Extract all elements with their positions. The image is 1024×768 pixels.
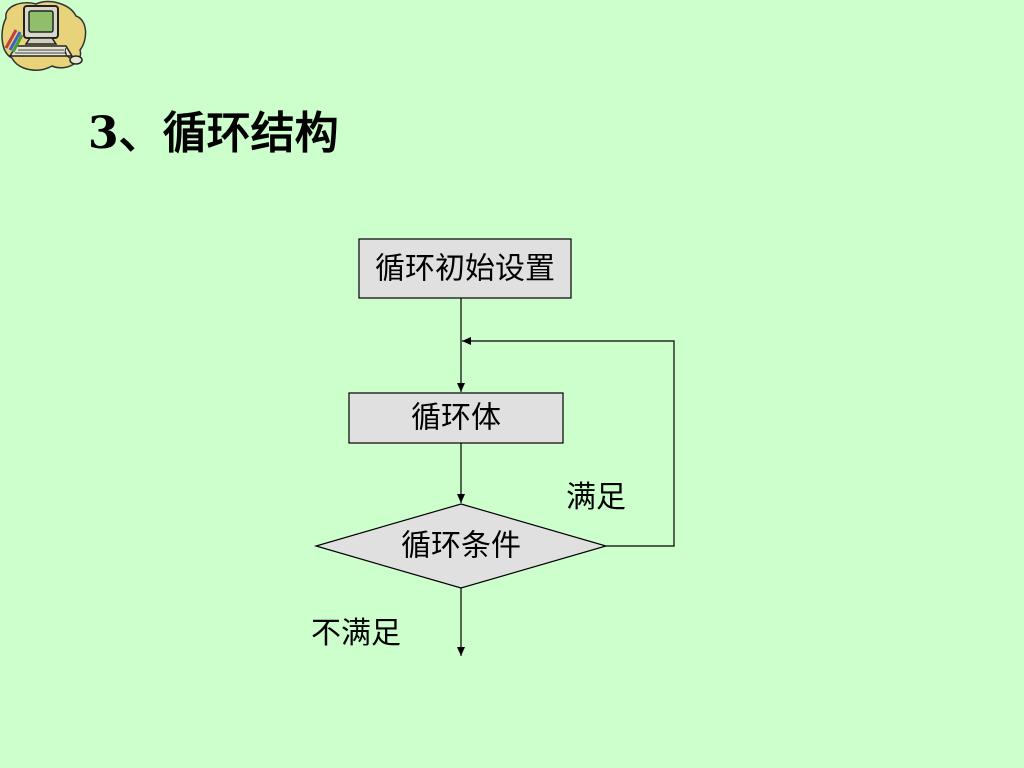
body-box — [348, 392, 564, 444]
init-box — [358, 238, 572, 299]
body-node: 循环体 — [348, 392, 564, 444]
computer-clipart-icon — [1, 0, 87, 71]
condition-label: 循环条件 — [401, 529, 521, 564]
edge-label-satisfied: 满足 — [566, 480, 626, 515]
slide-title: 3、循环结构 — [88, 108, 339, 159]
body-label: 循环体 — [411, 401, 501, 436]
init-label: 循环初始设置 — [375, 252, 555, 287]
condition-node: 循环条件 — [313, 503, 609, 589]
edge-loop-back — [462, 337, 675, 547]
edge-label-not-satisfied: 不满足 — [311, 616, 401, 651]
init-node: 循环初始设置 — [358, 238, 572, 299]
